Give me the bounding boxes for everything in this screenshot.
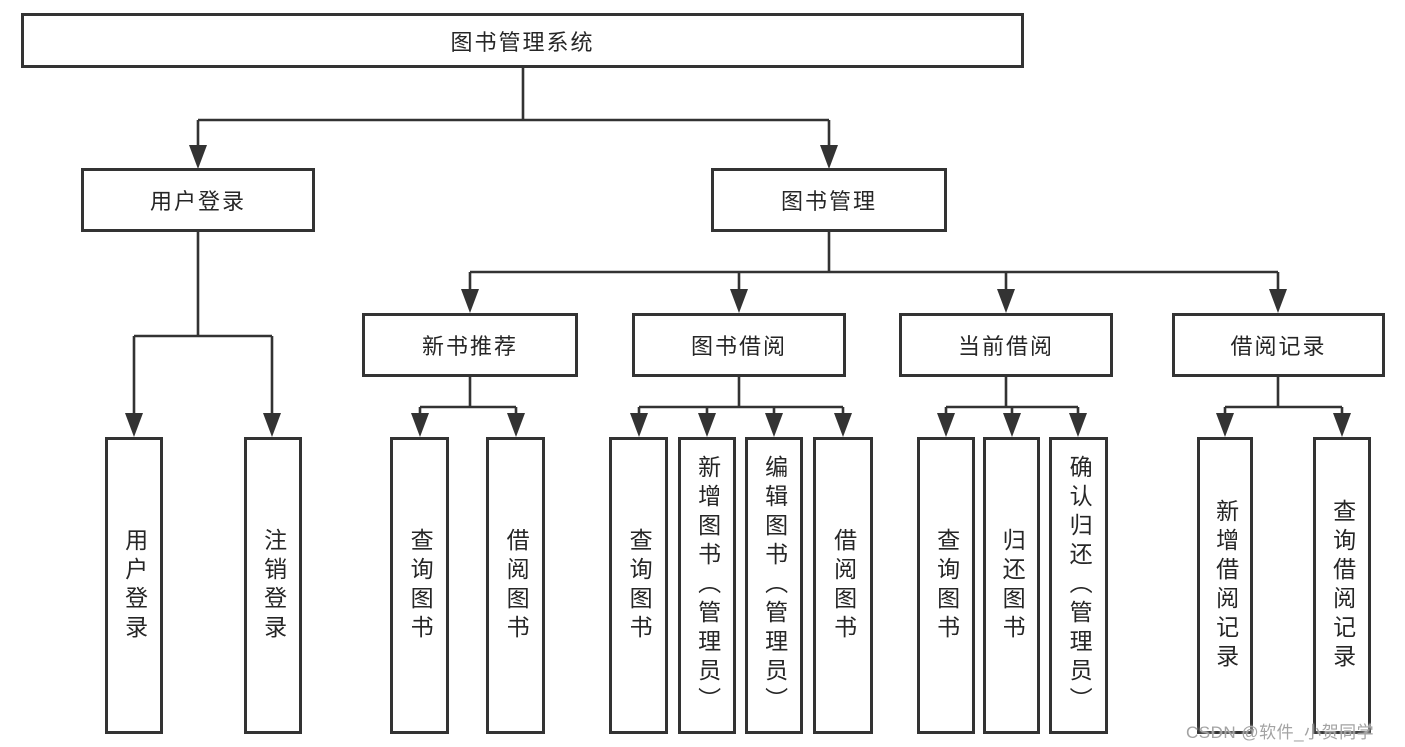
leaf-borrow-books-2: 借阅图书 — [813, 437, 873, 734]
node-borrowing-records: 借阅记录 — [1172, 313, 1385, 377]
leaf-edit-books-admin: 编辑图书（管理员） — [745, 437, 803, 734]
leaf-logout: 注销登录 — [244, 437, 302, 734]
node-book-borrowing: 图书借阅 — [632, 313, 846, 377]
node-root-system: 图书管理系统 — [21, 13, 1024, 68]
leaf-query-books-2: 查询图书 — [609, 437, 668, 734]
leaf-user-login: 用户登录 — [105, 437, 163, 734]
node-book-management: 图书管理 — [711, 168, 947, 232]
node-user-login: 用户登录 — [81, 168, 315, 232]
leaf-query-books-1: 查询图书 — [390, 437, 449, 734]
node-new-book-recommendation: 新书推荐 — [362, 313, 578, 377]
csdn-watermark: CSDN @软件_小贺同学 — [1186, 723, 1375, 742]
leaf-return-books: 归还图书 — [983, 437, 1040, 734]
leaf-query-borrow-record: 查询借阅记录 — [1313, 437, 1371, 734]
leaf-confirm-return-admin: 确认归还（管理员） — [1049, 437, 1108, 734]
leaf-borrow-books-1: 借阅图书 — [486, 437, 545, 734]
node-current-borrowing: 当前借阅 — [899, 313, 1113, 377]
leaf-query-books-3: 查询图书 — [917, 437, 975, 734]
leaf-add-borrow-record: 新增借阅记录 — [1197, 437, 1253, 734]
leaf-add-books-admin: 新增图书（管理员） — [678, 437, 736, 734]
